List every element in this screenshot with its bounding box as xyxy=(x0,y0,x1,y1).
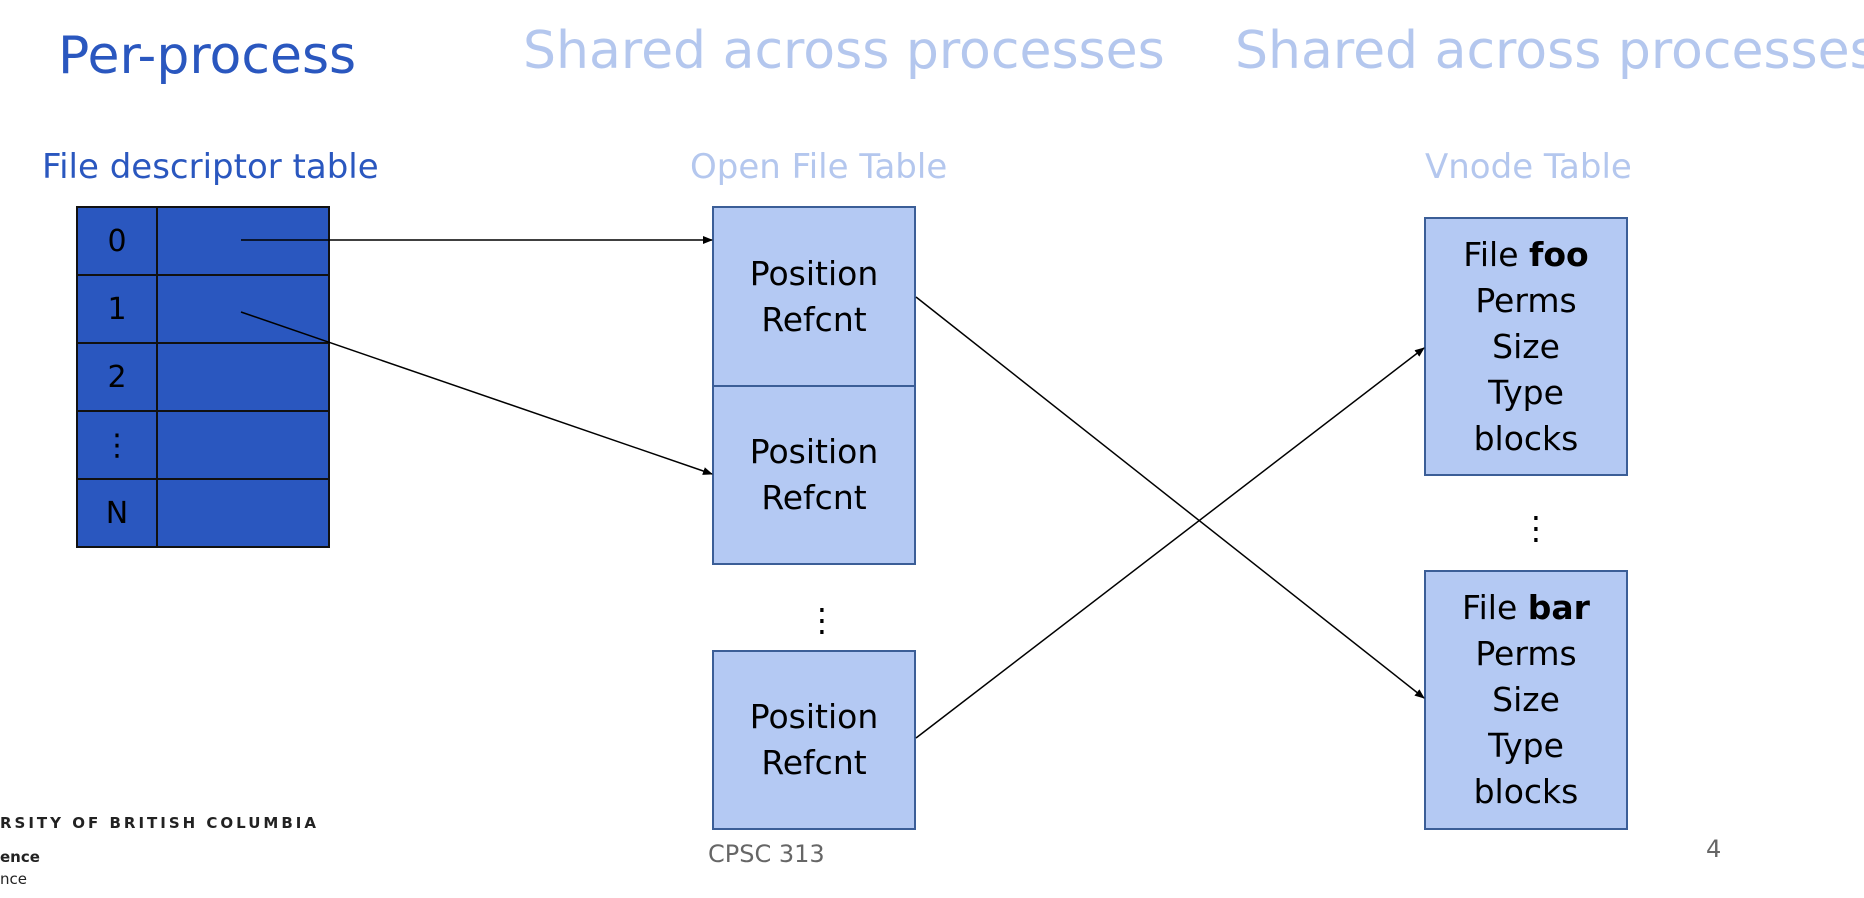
heading-shared-open-file: Shared across processes xyxy=(523,21,1165,81)
fd-index-cell: 1 xyxy=(76,274,158,344)
open-file-entry: Position Refcnt xyxy=(712,385,916,565)
course-code: CPSC 313 xyxy=(708,840,825,868)
type-field: Type xyxy=(1488,372,1564,412)
open-file-ellipsis: ⋮ xyxy=(806,601,838,639)
vnode-entry-foo: File foo Perms Size Type blocks xyxy=(1424,217,1628,476)
position-field: Position xyxy=(749,253,879,293)
heading-shared-vnode: Shared across processes xyxy=(1235,21,1864,81)
refcnt-field: Refcnt xyxy=(761,478,867,517)
fd-table-title: File descriptor table xyxy=(42,147,379,187)
position-field: Position xyxy=(749,697,879,736)
vnode-ellipsis: ⋮ xyxy=(1520,509,1552,547)
perms-field: Perms xyxy=(1475,280,1577,320)
vnode-file-prefix: File xyxy=(1462,588,1528,627)
logo-subtext-2: nce xyxy=(0,870,27,888)
open-file-entry: Position Refcnt xyxy=(712,206,916,387)
fd-pointer-cell xyxy=(156,478,330,548)
vnode-file-prefix: File xyxy=(1463,234,1529,274)
blocks-field: blocks xyxy=(1473,418,1579,458)
fd-index-cell: ⋮ xyxy=(76,410,158,480)
university-logo-text: RSITY OF BRITISH COLUMBIA xyxy=(0,814,319,832)
size-field: Size xyxy=(1492,680,1560,719)
arrow-open-file-to-bar xyxy=(915,296,1425,699)
arrow-fd1-to-open-file xyxy=(240,311,713,475)
type-field: Type xyxy=(1488,726,1564,765)
size-field: Size xyxy=(1492,326,1560,366)
refcnt-field: Refcnt xyxy=(761,299,867,339)
vnode-file-name-bold: foo xyxy=(1529,234,1589,274)
logo-subtext-1: ence xyxy=(0,848,40,866)
vnode-file-name: File bar xyxy=(1462,585,1590,631)
fd-pointer-cell xyxy=(156,206,330,276)
page-number: 4 xyxy=(1706,835,1722,863)
vnode-file-name-bold: bar xyxy=(1527,588,1590,627)
blocks-field: blocks xyxy=(1473,772,1579,811)
vnode-file-name: File foo xyxy=(1463,232,1588,278)
position-field: Position xyxy=(749,432,879,471)
perms-field: Perms xyxy=(1475,634,1577,673)
open-file-entry: Position Refcnt xyxy=(712,650,916,830)
vnode-table-title: Vnode Table xyxy=(1425,147,1632,187)
fd-table: 0 1 2 ⋮ N xyxy=(76,206,330,548)
arrow-open-file-to-foo xyxy=(915,347,1425,739)
heading-per-process: Per-process xyxy=(58,26,357,86)
vnode-entry-bar: File bar Perms Size Type blocks xyxy=(1424,570,1628,830)
fd-pointer-cell xyxy=(156,342,330,412)
refcnt-field: Refcnt xyxy=(761,743,867,782)
open-file-table-title: Open File Table xyxy=(690,147,948,187)
fd-index-cell: 2 xyxy=(76,342,158,412)
